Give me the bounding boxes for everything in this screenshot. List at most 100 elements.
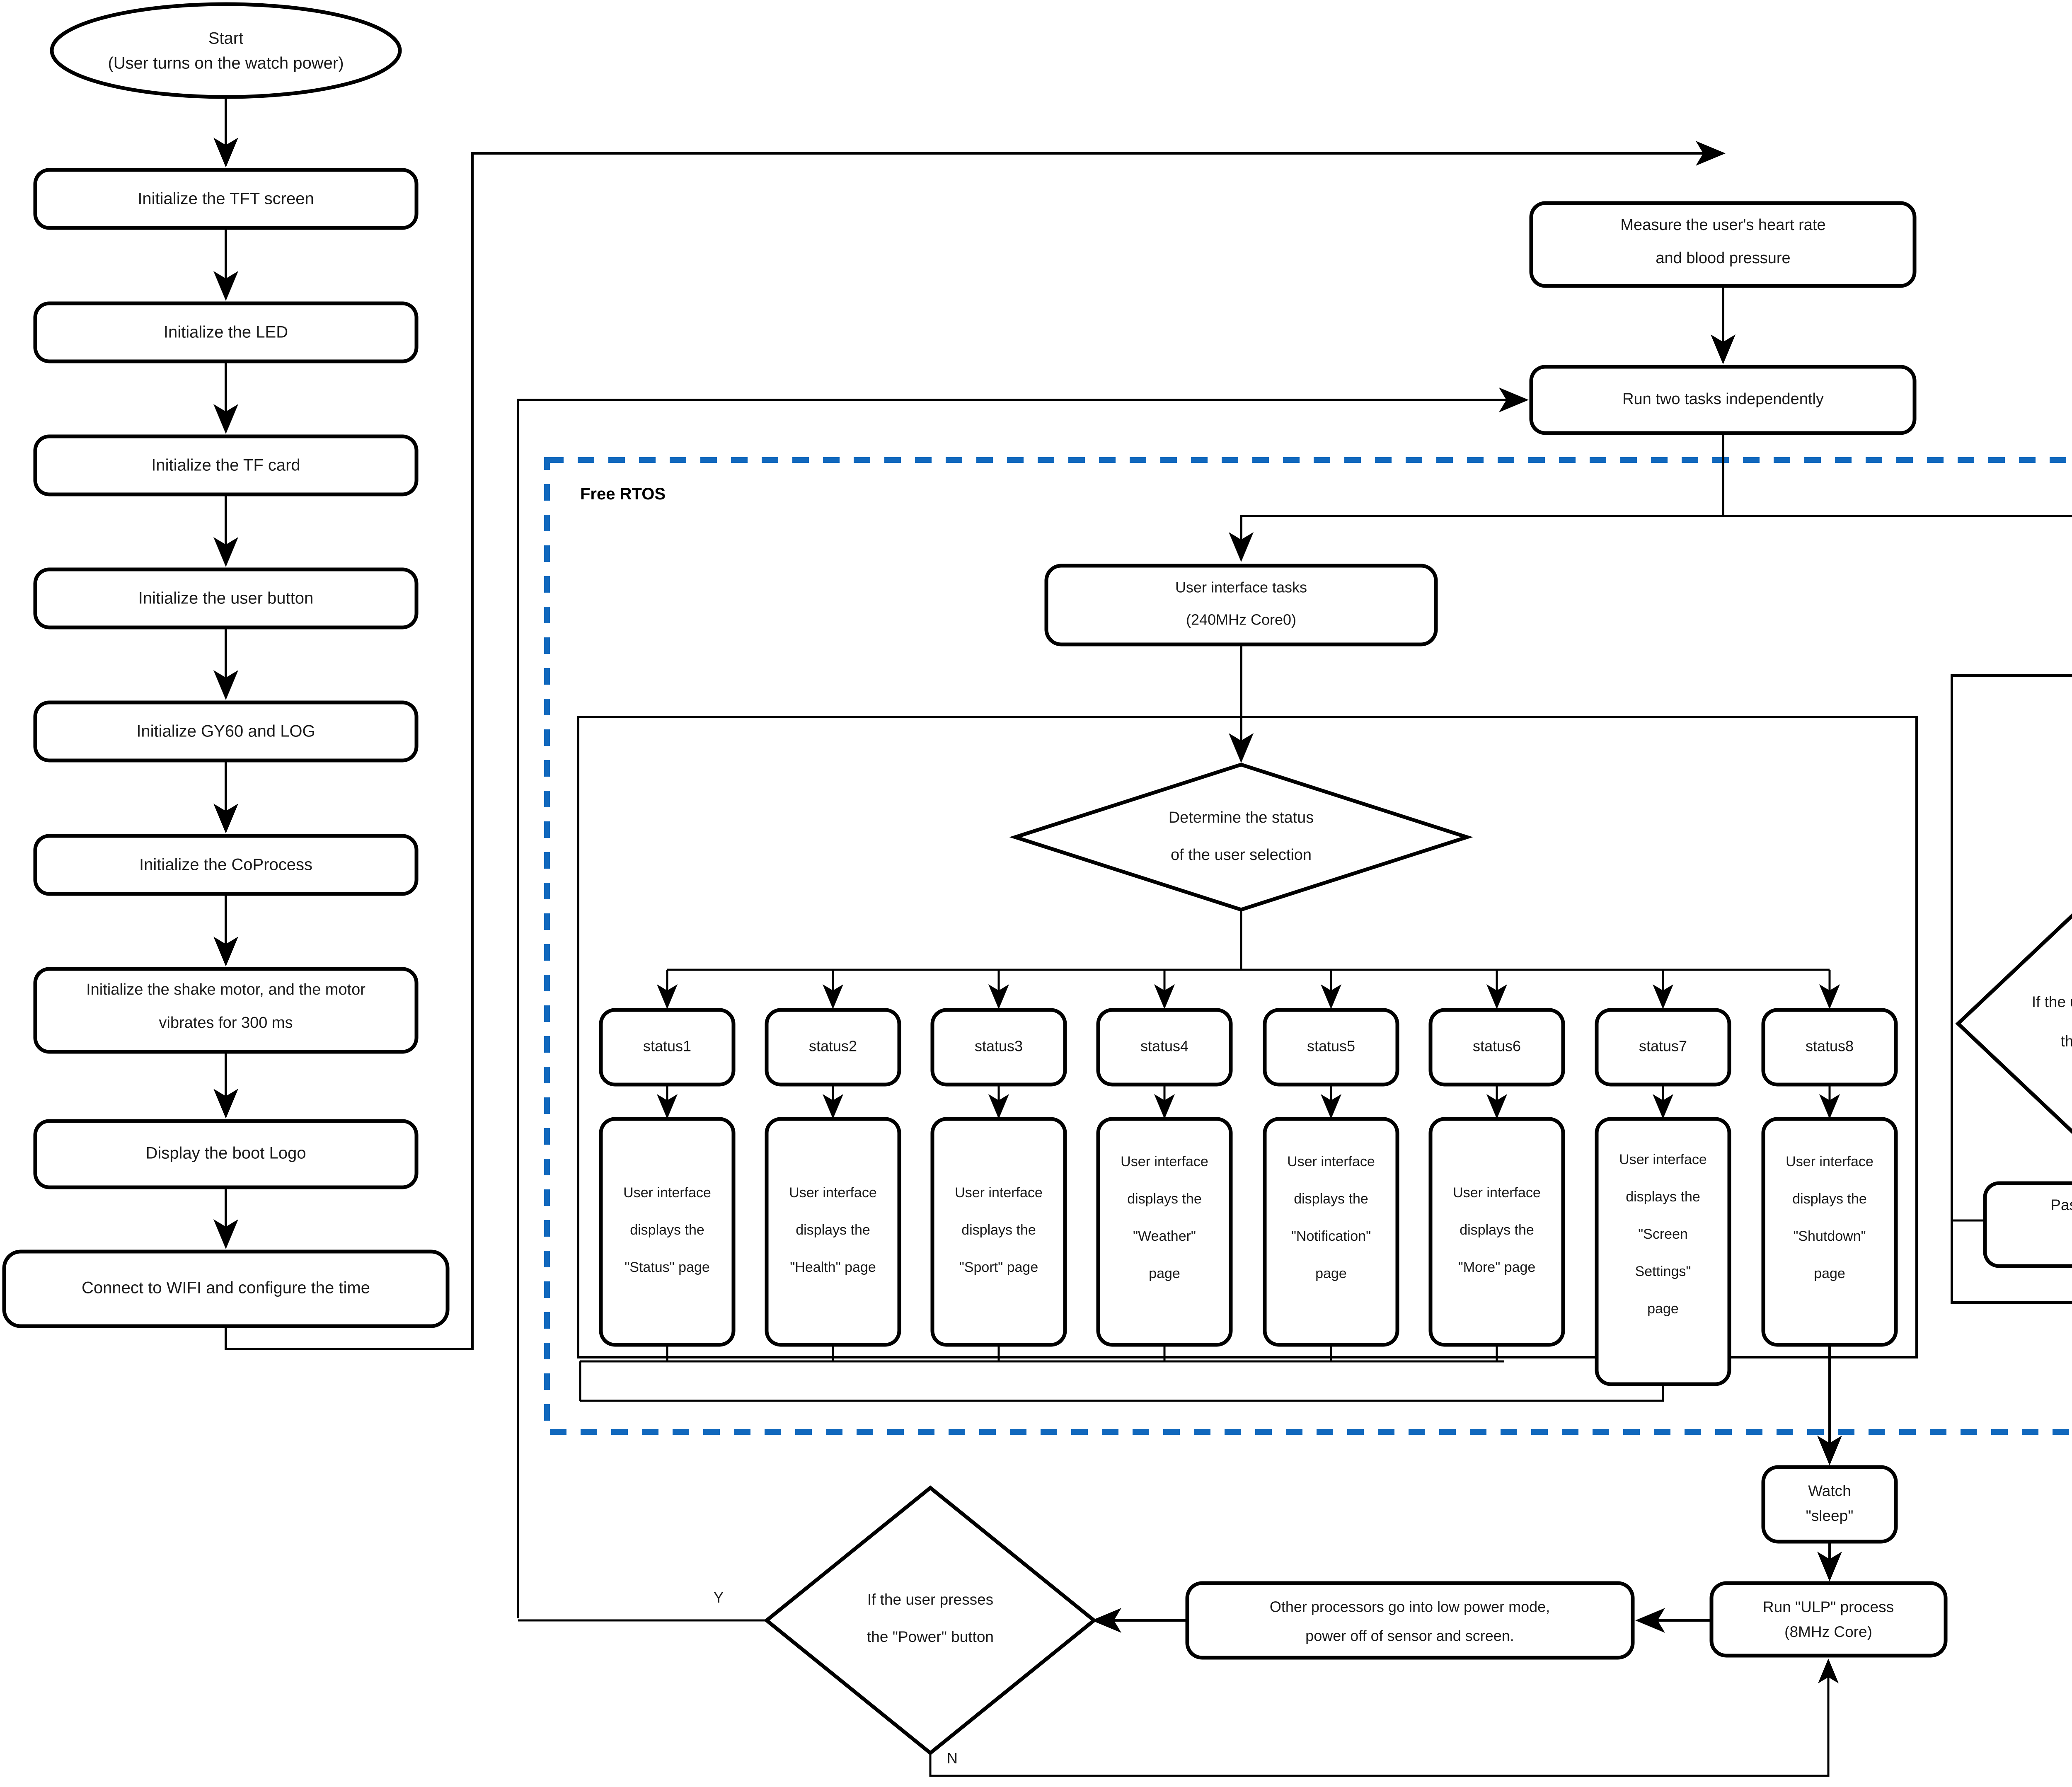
ulp-loopback-edge: [517, 387, 1529, 1618]
status-merge-edges: [579, 1345, 1664, 1402]
run-two-tasks-label: Run two tasks independently: [1622, 390, 1824, 408]
status-page-2-l2: displays the: [796, 1222, 870, 1238]
init-step-2: Initialize the TF card: [33, 434, 419, 496]
status-key-5-label: status5: [1307, 1038, 1355, 1055]
status-key-3: status3: [930, 1008, 1067, 1087]
ui-decision-node: Determine the status of the user selecti…: [1009, 763, 1473, 912]
power-decision-no-label: N: [947, 1750, 958, 1767]
init-step-6-label2: vibrates for 300 ms: [159, 1014, 293, 1032]
status-page-3: User interface displays the "Sport" page: [930, 1117, 1067, 1347]
low-power-line2: power off of sensor and screen.: [1305, 1627, 1514, 1644]
status-key-6-label: status6: [1473, 1038, 1521, 1055]
init-step-4: Initialize GY60 and LOG: [33, 700, 419, 763]
status-key-8: status8: [1761, 1008, 1898, 1087]
status-page-1-l2: displays the: [630, 1222, 704, 1238]
init-step-7: Display the boot Logo: [33, 1119, 419, 1189]
sensor-action-1-line1: Pass the key state to: [2050, 1196, 2072, 1213]
status-page-7-l2: displays the: [1626, 1189, 1700, 1205]
free-rtos-label: Free RTOS: [580, 485, 666, 503]
init-step-3-label: Initialize the user button: [138, 589, 313, 608]
status-page-5-l2: displays the: [1294, 1191, 1368, 1207]
status-page-2: User interface displays the "Health" pag…: [765, 1117, 901, 1347]
power-decision-no-edge: N: [929, 1659, 1839, 1777]
ulp-node: Run "ULP" process (8MHz Core): [1709, 1581, 1948, 1658]
status-page-7-l4: Settings": [1635, 1264, 1691, 1279]
init-step-8: Connect to WIFI and configure the time: [2, 1249, 450, 1328]
low-power-node: Other processors go into low power mode,…: [1185, 1581, 1635, 1660]
status-key-1: status1: [599, 1008, 736, 1087]
measure-node: Measure the user's heart rate and blood …: [1529, 201, 1917, 288]
task-split-edges: [1229, 433, 2072, 562]
status-key-7-label: status7: [1639, 1038, 1687, 1055]
init-step-1: Initialize the LED: [33, 301, 419, 363]
status-page-5-l3: "Notification": [1291, 1228, 1371, 1244]
status-page-8-l4: page: [1814, 1266, 1845, 1281]
status-page-8-l2: displays the: [1792, 1191, 1867, 1207]
init-step-6: Initialize the shake motor, and the moto…: [33, 967, 419, 1054]
init-step-5-label: Initialize the CoProcess: [139, 856, 312, 874]
status-page-5-l1: User interface: [1287, 1154, 1375, 1170]
status-key-2: status2: [765, 1008, 901, 1087]
status-key-8-label: status8: [1806, 1038, 1854, 1055]
watch-sleep-line2: "sleep": [1806, 1507, 1854, 1524]
status-page-3-l1: User interface: [955, 1185, 1043, 1201]
ui-decision-line2: of the user selection: [1171, 846, 1312, 864]
status-page-8: User interface displays the "Shutdown" p…: [1761, 1117, 1898, 1347]
status-page-2-l1: User interface: [789, 1185, 877, 1201]
status-key-1-label: status1: [643, 1038, 691, 1055]
sensor-decision-1: If the user presses the button: [1955, 913, 2072, 1134]
init-step-0-label: Initialize the TFT screen: [138, 190, 314, 208]
run-two-tasks-node: Run two tasks independently: [1529, 365, 1917, 435]
init-step-6-label: Initialize the shake motor, and the moto…: [86, 981, 366, 998]
status-page-7-l3: "Screen: [1638, 1226, 1688, 1242]
status-page-2-l3: "Health" page: [790, 1259, 876, 1275]
power-decision-yes-label: Y: [714, 1589, 724, 1606]
watch-sleep-node: Watch "sleep": [1761, 1465, 1898, 1544]
init-step-2-label: Initialize the TF card: [151, 456, 300, 475]
init-step-4-label: Initialize GY60 and LOG: [136, 722, 315, 741]
measure-line1: Measure the user's heart rate: [1620, 216, 1825, 234]
status-key-to-page-edges: [657, 1085, 1840, 1119]
status-page-7-l5: page: [1647, 1301, 1679, 1317]
status-page-7: User interface displays the "Screen Sett…: [1595, 1117, 1731, 1386]
init-step-0: Initialize the TFT screen: [33, 168, 419, 230]
free-rtos-region: Free RTOS: [544, 457, 2072, 1435]
init-column-edges: [213, 97, 1726, 1350]
ui-task-node: User interface tasks (240MHz Core0): [1044, 564, 1438, 647]
status-page-6-l1: User interface: [1453, 1185, 1541, 1201]
start-line1: Start: [208, 29, 243, 48]
power-decision-line1: If the user presses: [867, 1591, 993, 1608]
measure-line2: and blood pressure: [1656, 249, 1790, 267]
status-key-7: status7: [1595, 1008, 1731, 1087]
sensor-decision-1-line1: If the user presses: [2032, 993, 2072, 1010]
ulp-line1: Run "ULP" process: [1763, 1598, 1894, 1615]
ui-task-line1: User interface tasks: [1175, 579, 1307, 596]
power-decision-yes-edge: Y: [518, 1589, 767, 1622]
ui-decision-line1: Determine the status: [1169, 809, 1314, 826]
init-step-1-label: Initialize the LED: [164, 323, 288, 341]
status-page-3-l3: "Sport" page: [959, 1259, 1038, 1275]
sensor-decision-1-line2: the button: [2061, 1033, 2072, 1050]
status-page-1-l1: User interface: [623, 1185, 711, 1201]
power-decision-node: If the user presses the "Power" button: [763, 1485, 1097, 1756]
status-page-8-l3: "Shutdown": [1793, 1228, 1866, 1244]
low-power-line1: Other processors go into low power mode,: [1270, 1598, 1550, 1615]
status-page-4-l4: page: [1149, 1266, 1180, 1281]
status-page-1-l3: "Status" page: [625, 1259, 710, 1275]
status-key-5: status5: [1263, 1008, 1399, 1087]
ulp-line2: (8MHz Core): [1784, 1623, 1872, 1640]
start-node: Start (User turns on the watch power): [50, 2, 402, 99]
sensor-group-box: [1951, 674, 2072, 1304]
power-decision-line2: the "Power" button: [867, 1628, 994, 1645]
status-key-3-label: status3: [975, 1038, 1023, 1055]
status-page-5-l4: page: [1315, 1266, 1347, 1281]
sensor-action-1: Pass the key state to the UI task: [1983, 1181, 2072, 1268]
status-page-5: User interface displays the "Notificatio…: [1263, 1117, 1399, 1347]
status-key-4: status4: [1096, 1008, 1233, 1087]
status-page-8-l1: User interface: [1786, 1154, 1874, 1170]
status-page-4: User interface displays the "Weather" pa…: [1096, 1117, 1233, 1347]
init-step-8-label: Connect to WIFI and configure the time: [82, 1279, 370, 1297]
ui-task-line2: (240MHz Core0): [1186, 611, 1296, 628]
status-page-6-l3: "More" page: [1458, 1259, 1536, 1275]
